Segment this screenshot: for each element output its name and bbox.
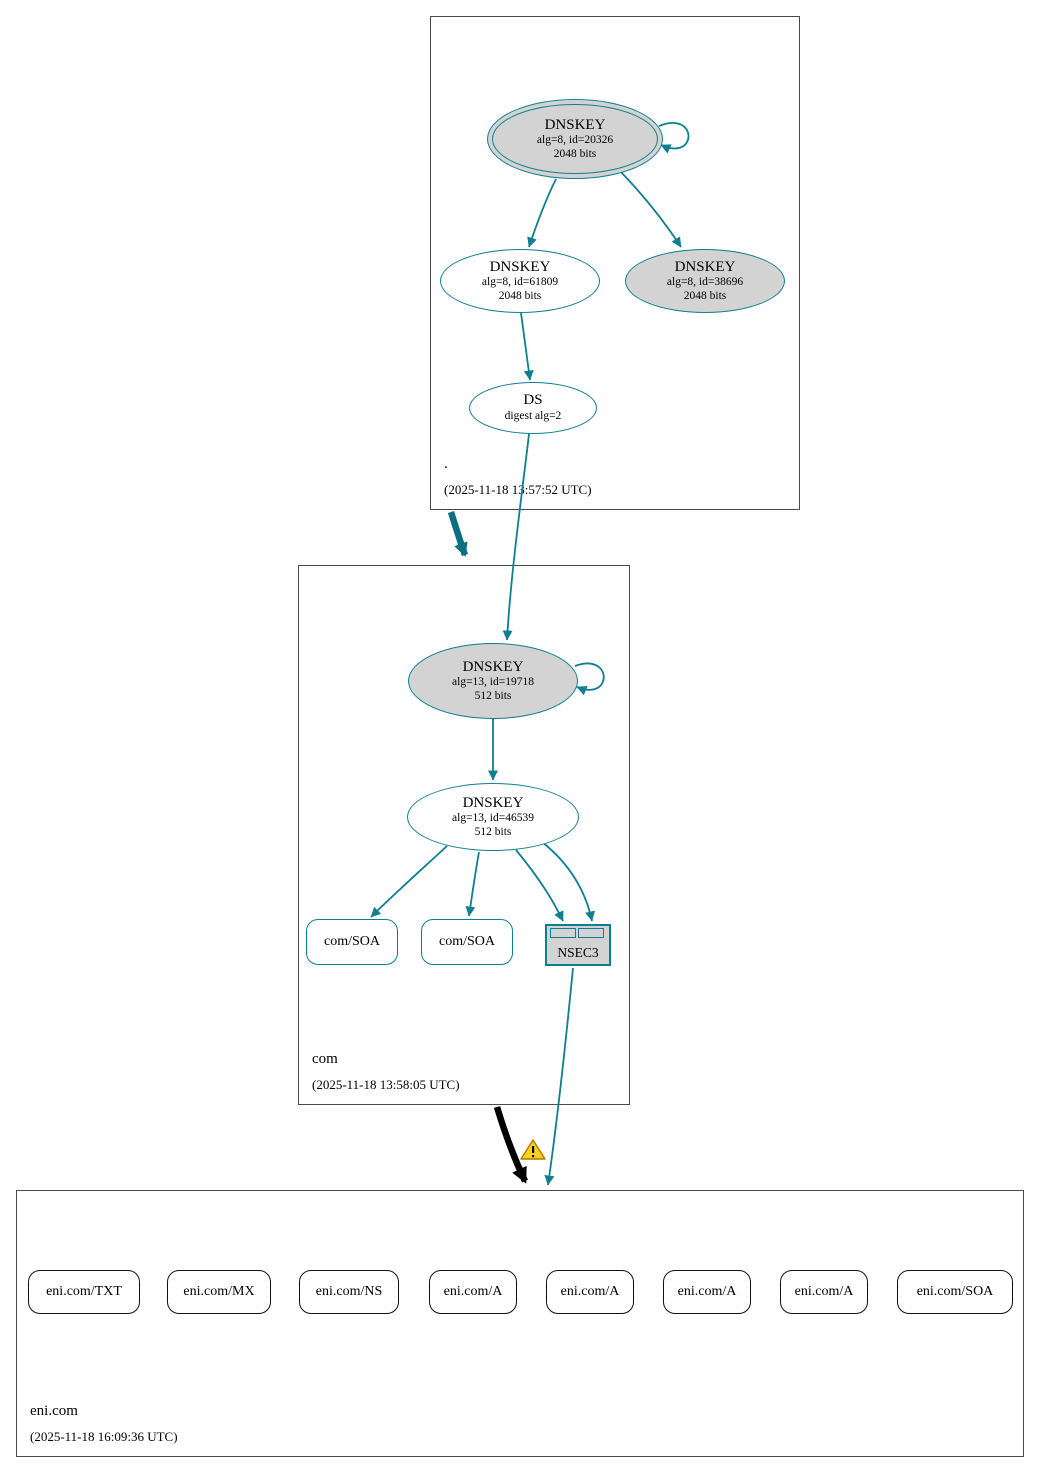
node-title: DNSKEY (489, 258, 551, 275)
node-eni-rrset-a-2: eni.com/A (546, 1270, 634, 1314)
nsec3-tab-left (550, 928, 576, 938)
node-detail: alg=8, id=20326 (536, 134, 614, 147)
zone-label-root: . (444, 456, 448, 472)
node-root-dnskey-ksk: DNSKEY alg=8, id=20326 2048 bits (487, 99, 663, 179)
node-title: DNSKEY (544, 116, 606, 133)
node-detail: alg=13, id=46539 (452, 812, 534, 825)
node-title: DS (523, 392, 543, 409)
node-eni-rrset-a-1: eni.com/A (429, 1270, 517, 1314)
node-com-soa-1: com/SOA (306, 919, 398, 965)
node-bits: 512 bits (474, 689, 512, 702)
node-detail: alg=8, id=61809 (481, 276, 559, 289)
zone-label-eni-com: eni.com (30, 1403, 78, 1419)
node-root-dnskey-38696: DNSKEY alg=8, id=38696 2048 bits (625, 249, 785, 313)
node-com-dnskey-zsk: DNSKEY alg=13, id=46539 512 bits (407, 783, 579, 851)
node-detail: alg=13, id=19718 (452, 676, 534, 689)
node-title: DNSKEY (462, 658, 524, 675)
nsec3-tab-right (578, 928, 604, 938)
edge-delegation-root-to-com (447, 511, 469, 557)
node-title: DNSKEY (462, 794, 524, 811)
node-bits: 2048 bits (683, 289, 727, 302)
node-com-dnskey-ksk: DNSKEY alg=13, id=19718 512 bits (408, 643, 578, 719)
node-root-ds: DS digest alg=2 (469, 382, 597, 434)
node-eni-rrset-a-4: eni.com/A (780, 1270, 868, 1314)
node-eni-rrset-txt: eni.com/TXT (28, 1270, 140, 1314)
ksk-outer-ring: DNSKEY alg=8, id=20326 2048 bits (487, 99, 663, 179)
zone-timestamp-com: (2025-11-18 13:58:05 UTC) (312, 1077, 460, 1092)
node-eni-rrset-mx: eni.com/MX (167, 1270, 271, 1314)
node-bits: 512 bits (474, 825, 512, 838)
nsec3-label: NSEC3 (557, 945, 599, 960)
warning-icon (520, 1139, 546, 1160)
node-detail: alg=8, id=38696 (666, 276, 744, 289)
node-com-nsec3: NSEC3 (545, 924, 611, 966)
node-eni-rrset-a-3: eni.com/A (663, 1270, 751, 1314)
node-eni-rrset-soa: eni.com/SOA (897, 1270, 1013, 1314)
zone-timestamp-eni-com: (2025-11-18 16:09:36 UTC) (30, 1429, 178, 1444)
zone-label-com: com (312, 1051, 338, 1067)
node-com-soa-2: com/SOA (421, 919, 513, 965)
node-bits: 2048 bits (498, 289, 542, 302)
node-root-dnskey-zsk: DNSKEY alg=8, id=61809 2048 bits (440, 249, 600, 313)
ksk-inner-ring: DNSKEY alg=8, id=20326 2048 bits (492, 104, 658, 174)
node-title: DNSKEY (674, 258, 736, 275)
node-eni-rrset-ns: eni.com/NS (299, 1270, 399, 1314)
node-bits: 2048 bits (553, 147, 597, 160)
zone-box-eni-com: eni.com (2025-11-18 16:09:36 UTC) (16, 1190, 1024, 1457)
zone-timestamp-root: (2025-11-18 13:57:52 UTC) (444, 482, 592, 497)
node-detail: digest alg=2 (504, 410, 562, 423)
